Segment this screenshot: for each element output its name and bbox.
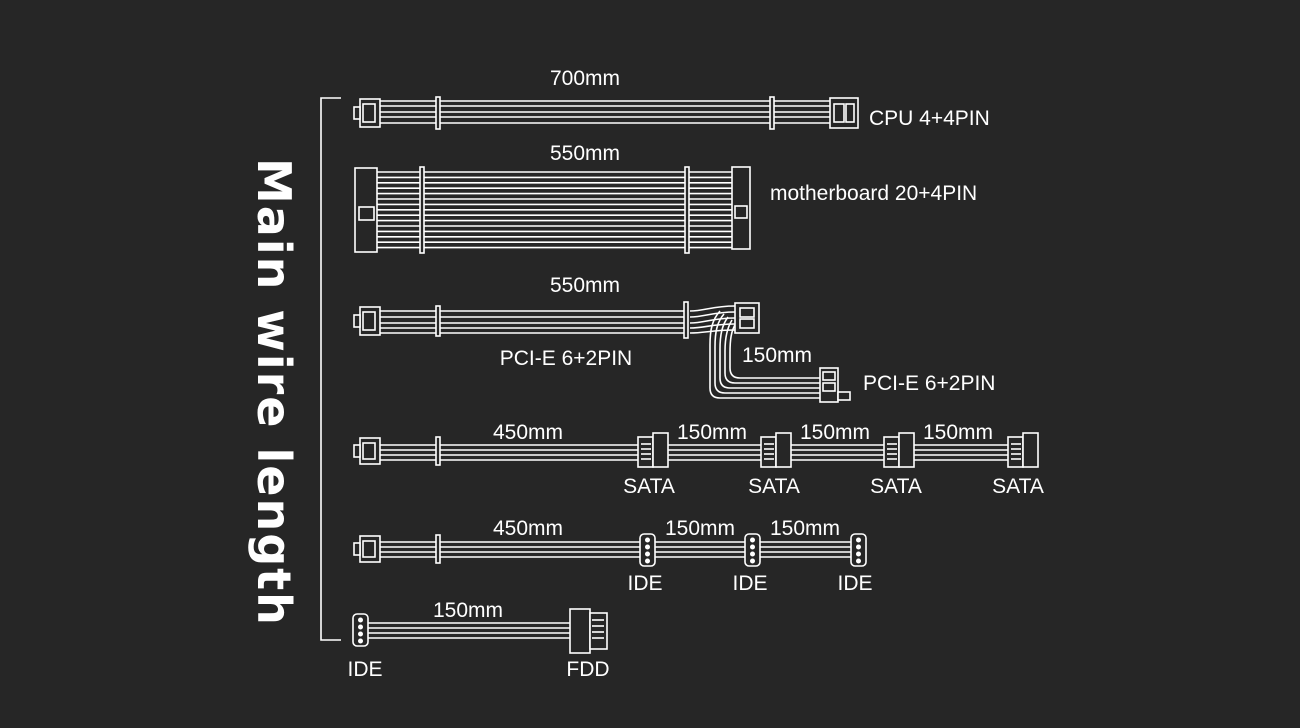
- ide-connector: [639, 533, 656, 567]
- pcie-cable: 550mm PCI-E 6+2PIN 150mm PCI-E 6+2PIN: [353, 274, 995, 403]
- ide-connector: [744, 533, 761, 567]
- ide-wires: [380, 541, 853, 558]
- sata-connector: [760, 432, 792, 468]
- cpu-connector-label: CPU 4+4PIN: [869, 107, 990, 130]
- fdd-connector: [569, 608, 608, 654]
- sata-length-label: 450mm: [493, 421, 563, 444]
- sata-connector-label: SATA: [870, 475, 922, 498]
- ide-length-label: 450mm: [493, 517, 563, 540]
- sata-sleeve-clip: [435, 436, 441, 466]
- ide-connector-label: IDE: [627, 572, 662, 595]
- fdd-adapter-cable: 150mm IDE FDD: [347, 599, 609, 681]
- ide-cable: 450mm 150mm 150mm IDE IDE IDE: [353, 517, 873, 595]
- pcie-sleeve-clip: [435, 305, 441, 337]
- fdd-ide-connector: [352, 613, 369, 647]
- cpu-cable: 700mm CPU 4+4PIN: [353, 67, 990, 130]
- sata-cable: 450mm 150mm 150mm 150mm SATA SATA SATA S…: [353, 421, 1044, 498]
- sata-connector: [637, 432, 669, 468]
- pcie-connector-label: PCI-E 6+2PIN: [500, 347, 632, 370]
- cpu-sleeve-clip: [769, 96, 775, 130]
- motherboard-connector-label: motherboard 20+4PIN: [770, 182, 977, 205]
- fdd-length-label: 150mm: [433, 599, 503, 622]
- motherboard-wires: [377, 171, 732, 249]
- ide-length-label: 150mm: [770, 517, 840, 540]
- ide-sleeve-clip: [435, 534, 441, 564]
- sata-connector-label: SATA: [748, 475, 800, 498]
- fdd-wires: [368, 622, 572, 639]
- fdd-end-label: FDD: [566, 658, 609, 681]
- pcie-length-label: 550mm: [550, 274, 620, 297]
- sata-length-label: 150mm: [923, 421, 993, 444]
- motherboard-length-label: 550mm: [550, 142, 620, 165]
- pcie-wires: [380, 305, 820, 399]
- motherboard-cable: 550mm motherboard 20+4PIN: [354, 142, 977, 254]
- cpu-length-label: 700mm: [550, 67, 620, 90]
- cpu-sleeve-clip: [435, 96, 441, 130]
- motherboard-sleeve-clip: [684, 166, 690, 254]
- cpu-wires: [380, 100, 830, 124]
- sata-connector: [1007, 432, 1039, 468]
- pcie-ext-length-label: 150mm: [742, 344, 812, 367]
- diagram-title: Main wire length: [247, 158, 301, 627]
- pcie-sleeve-clip: [683, 301, 689, 339]
- sata-connector: [883, 432, 915, 468]
- ide-connector-label: IDE: [732, 572, 767, 595]
- ide-length-label: 150mm: [665, 517, 735, 540]
- sata-length-label: 150mm: [677, 421, 747, 444]
- sata-length-label: 150mm: [800, 421, 870, 444]
- sata-connector-label: SATA: [623, 475, 675, 498]
- fdd-start-label: IDE: [347, 658, 382, 681]
- motherboard-sleeve-clip: [419, 166, 425, 254]
- ide-connector-label: IDE: [837, 572, 872, 595]
- sata-connector-label: SATA: [992, 475, 1044, 498]
- length-bracket: [320, 97, 341, 641]
- pcie-ext-connector-label: PCI-E 6+2PIN: [863, 372, 995, 395]
- ide-connector: [850, 533, 867, 567]
